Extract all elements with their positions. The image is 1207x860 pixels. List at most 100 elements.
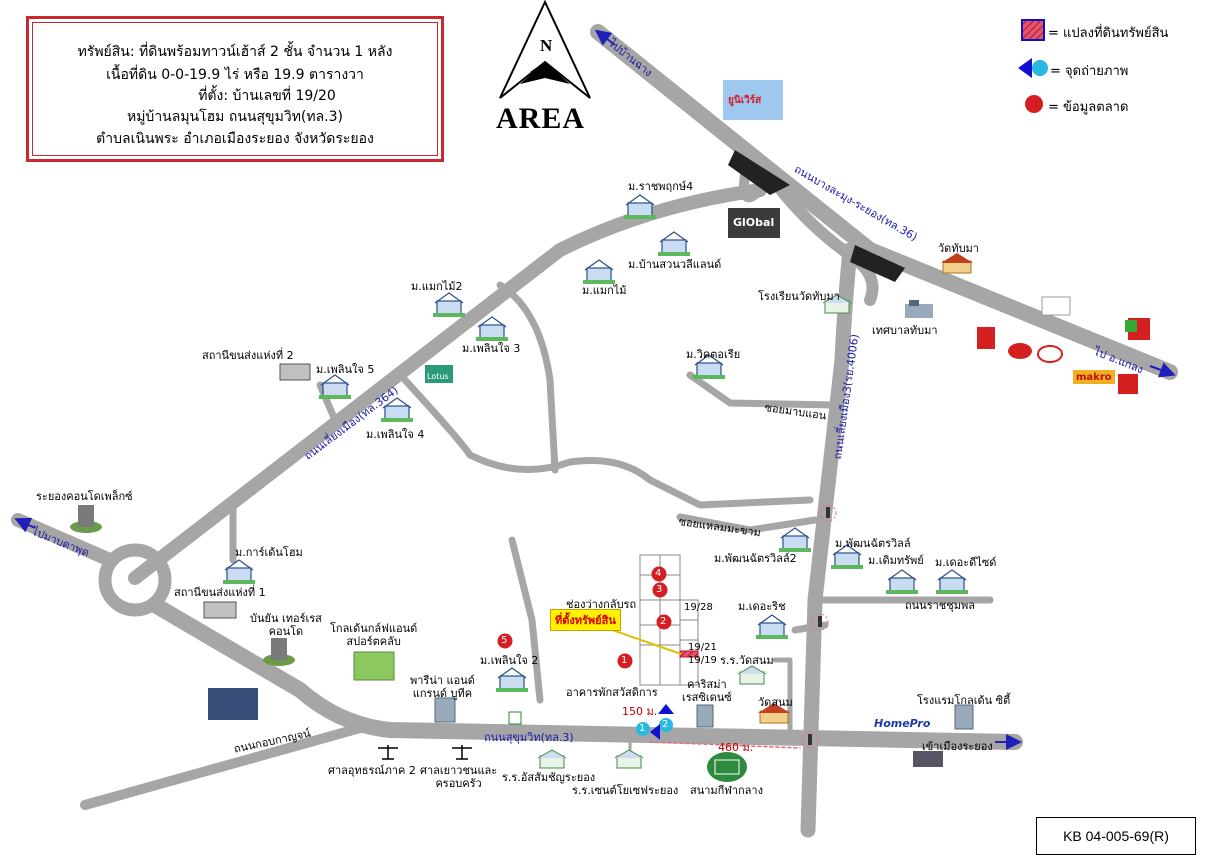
brand-logos [872, 296, 1150, 730]
label-juvenile-court: ศาลเยาวชนและ ครอบครัว [420, 764, 498, 790]
seven-eleven-icon [508, 711, 522, 725]
label-ploenjai4: ม.เพลินใจ 4 [366, 428, 425, 441]
property-info-box: ทรัพย์สิน: ที่ดินพร้อมทาวน์เฮ้าส์ 2 ชั้น… [26, 16, 444, 162]
label-banyan: บันยัน เทอร์เรส คอนโด [250, 612, 322, 638]
bus1-icon [203, 601, 237, 619]
mitsu-logo [1118, 374, 1138, 394]
arrow-to-mapta [14, 517, 36, 533]
label-dermsap: ม.เดิมทรัพย์ [868, 554, 924, 567]
makro-logo [1073, 370, 1115, 384]
label-patt: ม.พัฒนฉัตรวิลล์ [835, 537, 911, 550]
label-school-thapma: โรงเรียนวัดทับมา [758, 290, 840, 303]
label-parina: พารีน่า แอนด์ แกรนด์ บูทีค [410, 674, 475, 700]
sukhumvit-road [147, 597, 1023, 750]
building-icons [70, 80, 974, 767]
label-wat-thapma: วัดทับมา [938, 242, 979, 255]
banner-top [723, 80, 783, 120]
brand-homepro: HomePro [874, 717, 931, 730]
kobkan-road [80, 723, 365, 810]
label-ploenjai2: ม.เพลินใจ 2 [480, 654, 539, 667]
school-icons [537, 294, 852, 769]
label-maekmai2: ม.แมกไม้2 [411, 280, 463, 293]
label-charisma: คาริสม่า เรสซิเดนซ์ [682, 678, 732, 704]
brand-lotus: Lotus [427, 372, 449, 381]
toyota-logo [1037, 345, 1063, 363]
label-the-side: ม.เดอะดีไซด์ [935, 556, 997, 569]
road-label-sukhumvit: ถนนสุขุมวิท(ทล.3) [484, 731, 574, 744]
label-school-st-joseph: ร.ร.เซนต์โยเซฟระยอง [572, 784, 679, 797]
isuzu-logo [977, 327, 995, 349]
reference-code: KB 04-005-69(R) [1036, 817, 1196, 855]
label-bus2: สถานีขนส่งแห่งที่ 2 [202, 349, 294, 362]
court-icons [378, 745, 472, 760]
market-marker-1: 1 [621, 655, 628, 666]
label-gap-turn: ช่องว่างกลับรถ [566, 598, 637, 611]
legend-market: = ข้อมูลตลาด [1048, 100, 1129, 115]
info-line-4: หมู่บ้านลมุนโฮม ถนนสุขุมวิท(ทล.3) [126, 109, 344, 125]
road-network [11, 24, 1178, 838]
info-line-1: ทรัพย์สิน: ที่ดินพร้อมทาวน์เฮ้าส์ 2 ชั้น… [77, 44, 393, 60]
legend-camera: = จุดถ่ายภาพ [1050, 64, 1129, 79]
stadium-icon [707, 752, 747, 782]
label-golden-golf: โกลเด้นกล์ฟแอนด์ สปอร์ตคลับ [330, 622, 418, 648]
byd-icon [208, 688, 258, 720]
label-ploenjai3: ม.เพลินใจ 3 [462, 342, 521, 355]
label-garden-home: ม.การ์เด้นโฮม [235, 546, 303, 559]
banyan-icon [263, 638, 295, 666]
lot-19-21: 19/21 [688, 642, 717, 653]
label-ploenjai5: ม.เพลินใจ 5 [316, 363, 375, 376]
brand-makro: makro [1076, 372, 1112, 383]
area-title: AREA [496, 102, 586, 135]
camera-point-2: 2 [662, 719, 669, 730]
camera-points[interactable] [636, 704, 674, 740]
north-arrow-icon [499, 0, 591, 99]
parina-icon [434, 697, 456, 723]
condoplex-icon [70, 505, 102, 533]
road-label-into-rayong: เข้าเมืองระยอง [922, 740, 993, 753]
info-line-5: ตำบลเนินพระ อำเภอเมืองระยอง จังหวัดระยอง [96, 131, 374, 147]
temple-icons [758, 253, 973, 724]
market-marker-4: 4 [655, 568, 662, 579]
village-icons [223, 194, 968, 692]
label-court-region2: ศาลอุทธรณ์ภาค 2 [328, 764, 416, 777]
lotus-logo [425, 365, 453, 383]
tessaban-icon [905, 300, 933, 318]
distance-460: 460 ม. [718, 741, 754, 754]
arrow-to-banchang [594, 29, 616, 46]
lot-19-19: 19/19 [688, 655, 717, 666]
bus2-icon [279, 363, 311, 381]
label-school-assumption: ร.ร.อัสสัมชัญระยอง [502, 771, 596, 784]
info-line-3: ที่ตั้ง: บ้านเลขที่ 19/20 [198, 88, 336, 104]
brand-banner-top: ยูนิเวิร์ส [728, 95, 762, 106]
golden-city-icon [954, 704, 974, 730]
label-victoria: ม.วิคตอเรีย [686, 348, 741, 361]
legend-symbols [1018, 19, 1048, 113]
label-maekmai: ม.แมกไม้ [582, 284, 627, 297]
label-condoplex: ระยองคอนโดเพล็กซ์ [36, 490, 133, 503]
market-marker-3: 3 [656, 584, 663, 595]
market-marker-2: 2 [660, 616, 667, 627]
market-marker-5: 5 [501, 635, 508, 646]
camera-point-1: 1 [639, 723, 646, 734]
north-label: N [540, 36, 553, 55]
info-line-2: เนื้อที่ดิน 0-0-19.9 ไร่ หรือ 19.9 ตาราง… [106, 67, 364, 83]
traffic-lights [801, 504, 837, 749]
label-golden-city: โรงแรมโกลเด้น ซิตี้ [917, 694, 1011, 707]
label-patt2: ม.พัฒนฉัตรวิลล์2 [714, 552, 797, 565]
lot-19-28: 19/28 [684, 602, 713, 613]
homepro-logo [872, 716, 926, 730]
roundabout [98, 543, 172, 617]
legend-parcel: = แปลงที่ดินทรัพย์สิน [1048, 26, 1169, 41]
brand-global: GlObal [733, 216, 775, 229]
market-markers[interactable] [497, 566, 672, 669]
label-stadium: สนามกีฬากลาง [690, 784, 763, 797]
label-suan-wasi: ม.บ้านสวนวลีแลนด์ [628, 258, 722, 271]
road-label-ratchaphon: ถนนราชชุมพล [905, 599, 975, 612]
highway-36 [590, 24, 1178, 380]
label-ratchaphruk4: ม.ราชพฤกษ์4 [628, 180, 694, 193]
interchange-marks [728, 150, 905, 282]
global-logo [728, 208, 780, 238]
label-building-office: อาคารพักสวัสดิการ [566, 686, 658, 699]
label-wat-sanam: วัดสนม [758, 696, 793, 709]
